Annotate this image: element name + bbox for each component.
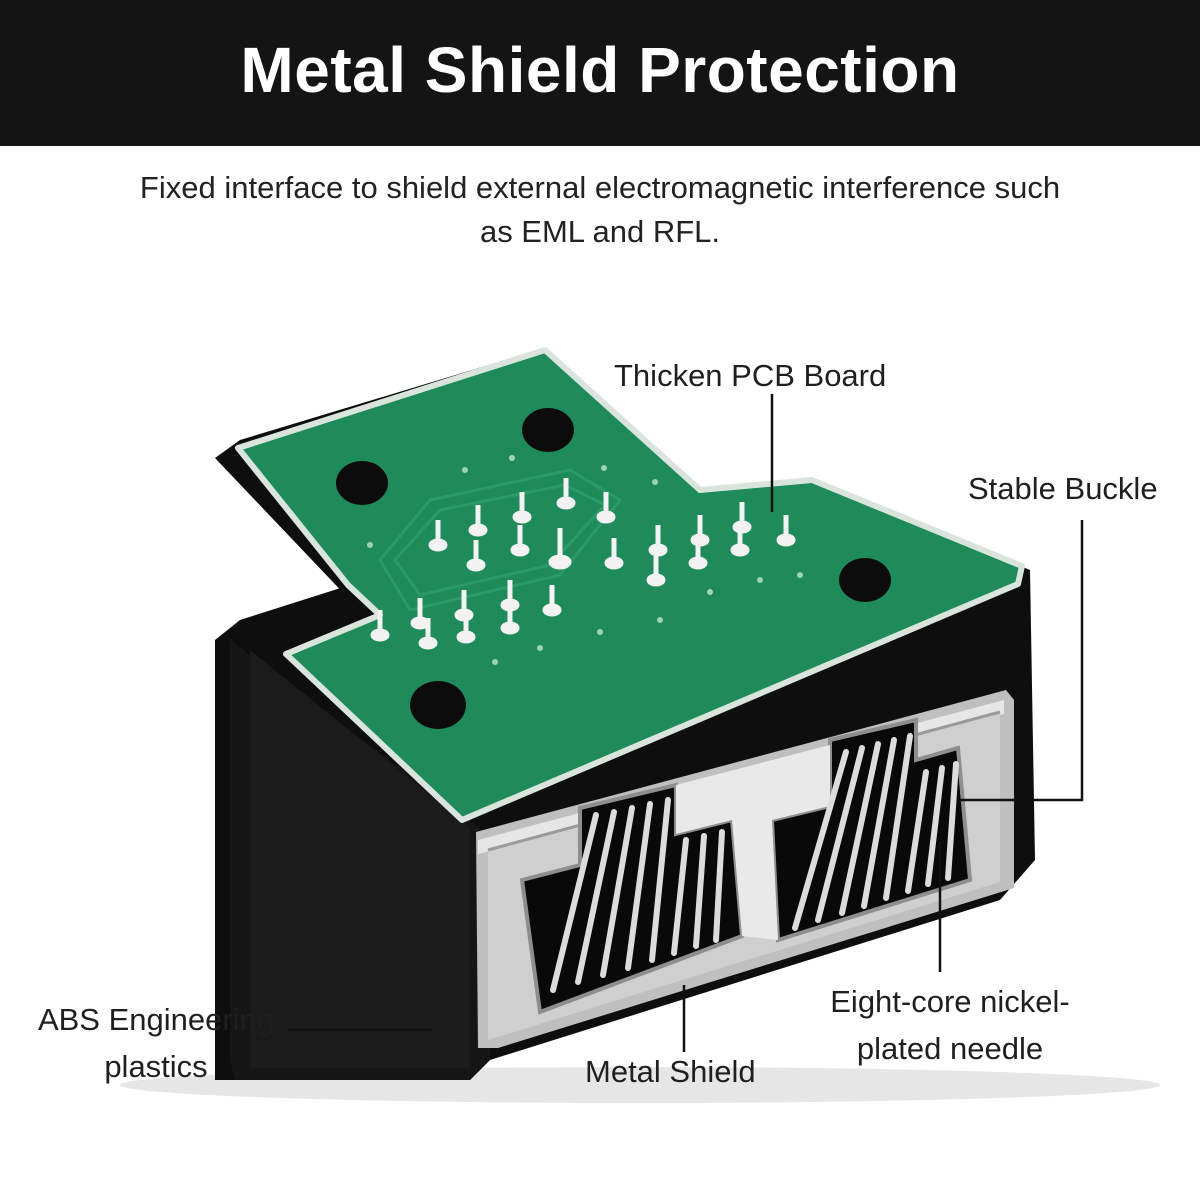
callout-lines: [288, 394, 1084, 1052]
callout-stable-buckle: Stable Buckle: [968, 471, 1158, 506]
page-title: Metal Shield Protection: [240, 34, 960, 106]
callout-metal-shield: Metal Shield: [585, 1054, 756, 1089]
description-text: Fixed interface to shield external elect…: [80, 166, 1120, 254]
buckle-leader-line: [960, 520, 1084, 802]
callout-abs-line-2: plastics: [104, 1049, 208, 1084]
callout-abs-plastics: ABS Engineering plastics: [18, 998, 294, 1089]
metal-shield-housing: [476, 690, 1014, 1048]
callout-abs-line-1: ABS Engineering: [37, 1002, 275, 1037]
solder-pins: [370, 478, 796, 650]
pcb-vias: [367, 455, 803, 665]
description-line-2: as EML and RFL.: [479, 214, 721, 249]
callout-pcb-board: Thicken PCB Board: [614, 358, 887, 393]
description-line-1: Fixed interface to shield external elect…: [139, 170, 1061, 205]
callout-needle-line-2: plated needle: [856, 1031, 1044, 1066]
callout-nickel-needle: Eight-core nickel- plated needle: [800, 980, 1100, 1071]
title-banner: [0, 0, 1200, 146]
callout-needle-line-1: Eight-core nickel-: [830, 984, 1070, 1019]
contact-needles: [550, 733, 959, 993]
mounting-posts: [336, 408, 891, 729]
